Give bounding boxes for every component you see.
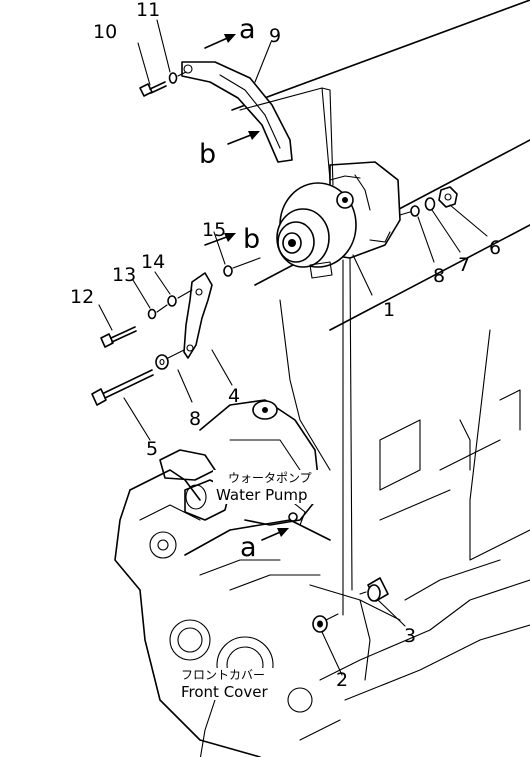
- view-letters: a b b a: [199, 14, 260, 563]
- callout-5: 5: [146, 438, 158, 460]
- water-pump-label-jp: ウォータポンプ: [228, 471, 312, 485]
- callout-1: 1: [383, 299, 395, 321]
- callout-4: 4: [228, 385, 240, 407]
- alternator: [276, 161, 401, 279]
- front-cover-label-en: Front Cover: [181, 683, 268, 701]
- water-pump-label-en: Water Pump: [216, 486, 308, 504]
- callout-7: 7: [458, 254, 470, 276]
- callout-12: 12: [70, 286, 94, 308]
- callout-11: 11: [136, 0, 160, 21]
- front-cover: [114, 469, 401, 757]
- engine-block: [199, 0, 530, 757]
- fasteners: [91, 72, 458, 633]
- callout-15: 15: [202, 219, 226, 241]
- component-labels: ウォータポンプ Water Pump フロントカバー Front Cover: [178, 470, 321, 701]
- view-letter-b-right: b: [243, 224, 260, 255]
- callout-3: 3: [404, 625, 416, 647]
- view-letter-a-top: a: [239, 14, 256, 45]
- view-letter-a-bottom: a: [240, 532, 257, 563]
- callout-8-upper: 8: [433, 265, 445, 287]
- view-arrows: [204, 34, 289, 541]
- assembly-guide-lines: [156, 71, 411, 621]
- callout-13: 13: [112, 264, 136, 286]
- leader-lines: [98, 19, 488, 676]
- part-callouts: 1 2 3 4 5 6 7 8 8 9 10 11 12 13 14 15: [70, 0, 501, 691]
- front-cover-label-jp: フロントカバー: [181, 668, 265, 682]
- adjusting-bar: [181, 61, 293, 163]
- alternator-bracket: [183, 272, 213, 359]
- callout-9: 9: [269, 25, 281, 47]
- callout-8-lower: 8: [189, 408, 201, 430]
- callout-10: 10: [93, 21, 117, 43]
- water-pump: [159, 399, 321, 526]
- callout-14: 14: [141, 251, 165, 273]
- callout-6: 6: [489, 237, 501, 259]
- view-letter-b-left: b: [199, 139, 216, 170]
- callout-2: 2: [336, 669, 348, 691]
